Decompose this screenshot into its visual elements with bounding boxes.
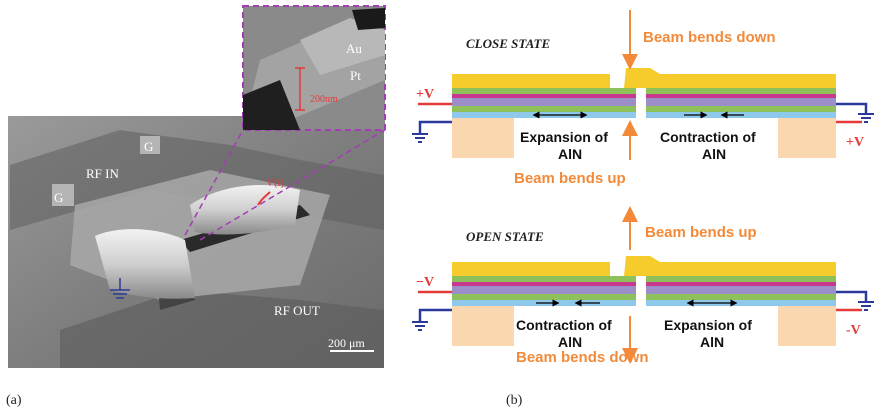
close-state-stack: [412, 10, 874, 160]
sem-trace-lower: [60, 290, 384, 368]
inset-label-pt: Pt: [350, 68, 361, 83]
label-ground-1: G: [54, 190, 63, 205]
sem-ground-pad-1: [52, 184, 74, 206]
close-state-title: CLOSE STATE: [466, 36, 550, 51]
close-left-text-2: AlN: [558, 146, 582, 162]
close-right-voltage: +V: [846, 135, 864, 150]
open-right-voltage: -V: [846, 323, 861, 338]
sem-beam-left: [95, 229, 195, 299]
label-voltage: V(t): [266, 177, 285, 189]
inset-image: [242, 5, 386, 131]
open-left-text-2: AlN: [558, 334, 582, 350]
sem-image: [8, 116, 386, 368]
sem-ground-pad-2: [140, 136, 160, 154]
close-left-text-1: Expansion of: [520, 129, 608, 145]
open-right-text-1: Expansion of: [664, 317, 752, 333]
label-ground-2: G: [144, 139, 153, 154]
open-arrow-bottom-label: Beam bends down: [516, 349, 649, 366]
inset-label-au: Au: [346, 41, 362, 56]
inset-shadow: [243, 80, 300, 130]
open-left-text-1: Contraction of: [516, 317, 612, 333]
inset-label-thickness: 200nm: [310, 94, 338, 105]
close-right-text-1: Contraction of: [660, 129, 756, 145]
label-scale-bar: 200 μm: [328, 336, 365, 350]
open-state-title: OPEN STATE: [466, 229, 544, 244]
panel-a-label: (a): [6, 393, 22, 408]
close-arrow-bottom-label: Beam bends up: [514, 170, 626, 187]
open-arrow-top-label: Beam bends up: [645, 224, 757, 241]
label-rf-in: RF IN: [86, 166, 119, 181]
callout-line-right: [199, 129, 386, 241]
close-right-text-2: AlN: [702, 146, 726, 162]
open-left-voltage: −V: [416, 275, 434, 290]
inset-au-layer: [300, 18, 385, 75]
panel-b-label: (b): [506, 393, 523, 408]
open-right-text-2: AlN: [700, 334, 724, 350]
close-left-voltage: +V: [416, 87, 434, 102]
ground-icon: [110, 278, 130, 299]
close-arrow-top-label: Beam bends down: [643, 29, 776, 46]
voltage-wire-icon: [257, 191, 271, 206]
open-state-stack: [412, 206, 874, 364]
label-rf-out: RF OUT: [274, 303, 320, 318]
